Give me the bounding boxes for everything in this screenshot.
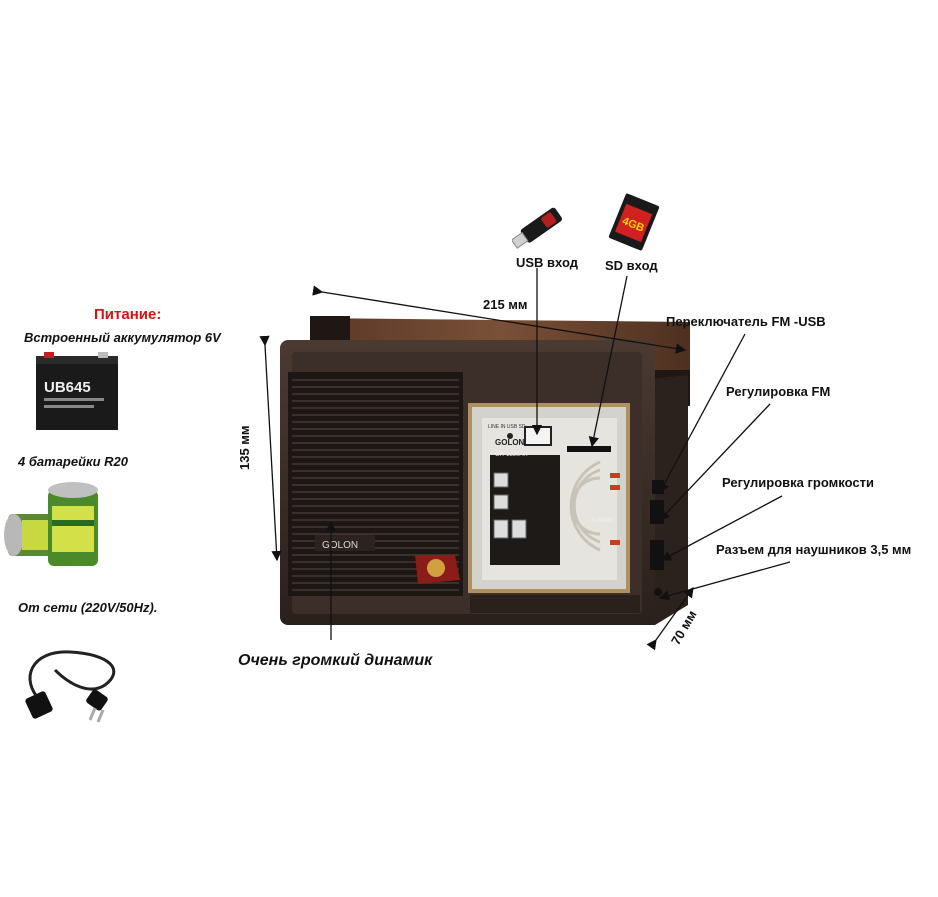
usb-stick-icon [512, 207, 562, 249]
speaker-label: Очень громкий динамик [238, 652, 433, 669]
panel-brand: GOLON [495, 438, 525, 447]
headphones-label: Разъем для наушников 3,5 мм [716, 542, 912, 557]
fm-usb-switch-label: Переключатель FM -USB [666, 314, 826, 329]
battery-image: UB645 [36, 352, 118, 430]
headphones-leader [658, 561, 791, 601]
d-cells-image [4, 482, 98, 566]
depth-dimension-line [646, 586, 694, 651]
sd-label: SD вход [605, 258, 658, 273]
volume-leader [660, 495, 783, 561]
sd-leader [588, 275, 628, 448]
sd-port [567, 446, 611, 452]
usb-label: USB вход [516, 255, 578, 270]
cells-label: 4 батарейки R20 [18, 454, 129, 469]
led [507, 433, 513, 439]
mains-label: От сети (220V/50Hz). [18, 600, 158, 615]
width-dimension-line [312, 285, 687, 354]
fm-tuning-label: Регулировка FM [726, 384, 831, 399]
height-dimension-line [259, 335, 282, 562]
fm-tuning-leader [659, 403, 771, 521]
panel-button-2 [493, 494, 509, 510]
tuning-dial [569, 460, 601, 552]
sd-card-icon: 4GB [608, 193, 660, 251]
power-title: Питание: [94, 306, 162, 323]
width-label: 215 мм [483, 297, 528, 312]
tuning-label: TUNING [591, 518, 614, 524]
panel-button-4 [511, 519, 527, 539]
height-label: 135 мм [237, 425, 252, 470]
panel-button-1 [493, 472, 509, 488]
panel-button-3 [493, 519, 509, 539]
svg-text:UB645: UB645 [44, 379, 91, 396]
fm-usb-leader [659, 333, 746, 494]
battery-label: Встроенный аккумулятор 6V [24, 330, 221, 345]
svg-text:LINE IN USB SD: LINE IN USB SD [488, 424, 526, 430]
panel-model: GR-1330AR [495, 452, 528, 458]
power-cord-image [25, 650, 116, 723]
grille-logo [315, 535, 375, 551]
volume-label: Регулировка громкости [722, 475, 874, 490]
side-knob-volume [650, 540, 664, 570]
grille-logo-text: GOLON [322, 540, 358, 551]
